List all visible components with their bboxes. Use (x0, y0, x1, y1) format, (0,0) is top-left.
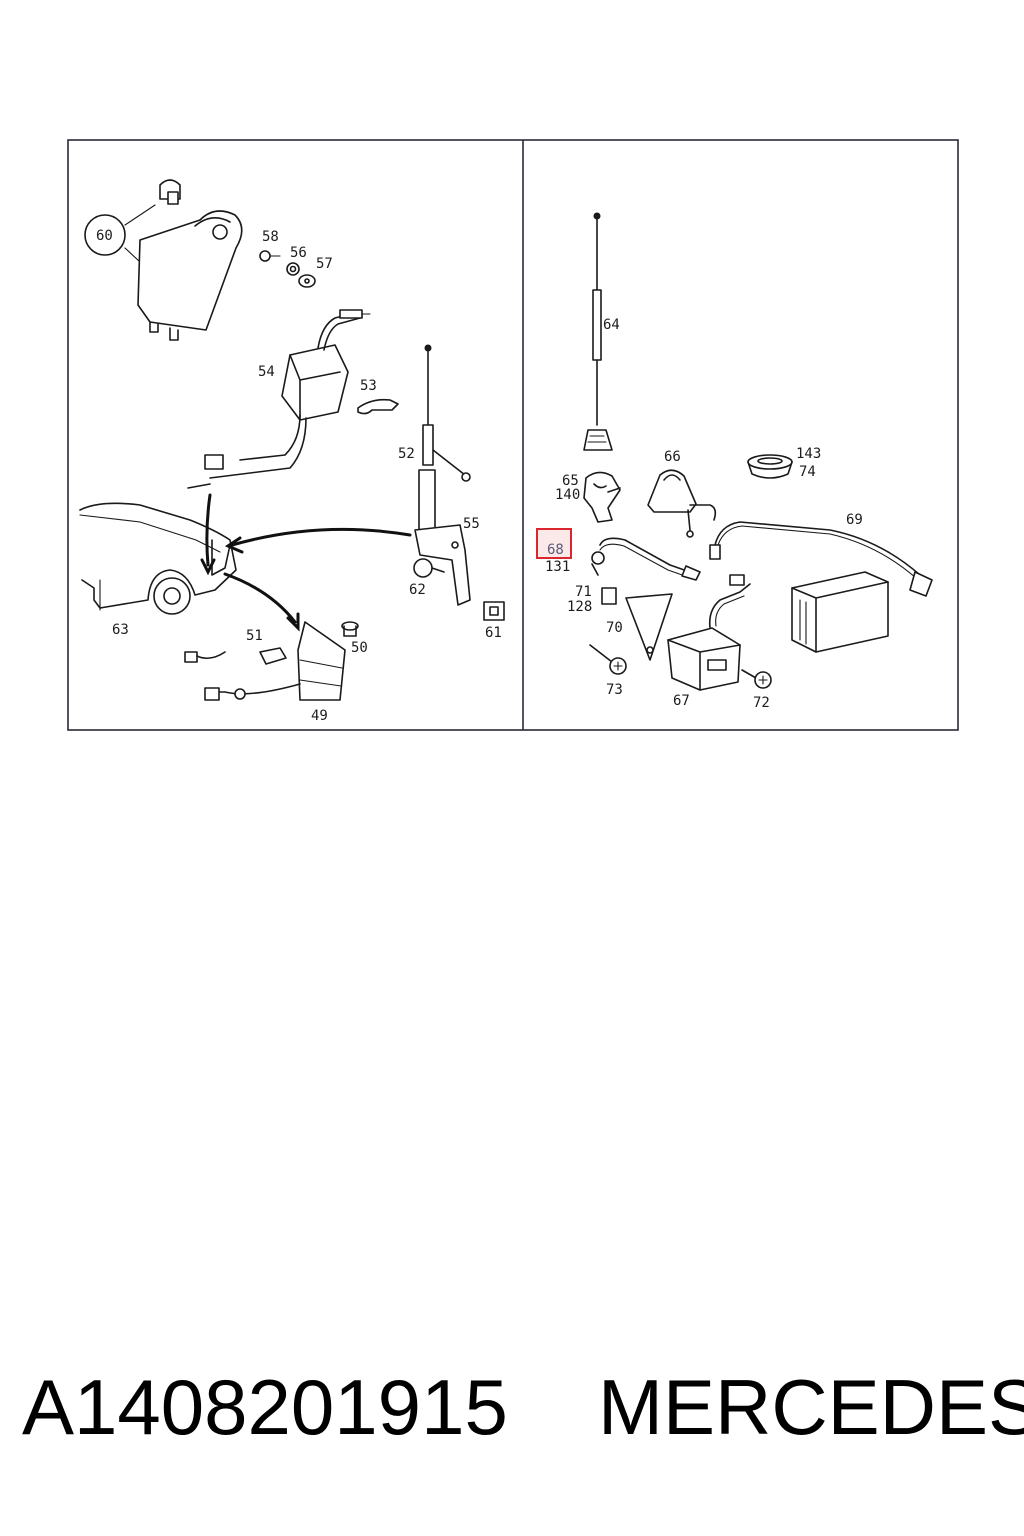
brand-name: MERCEDES (598, 1363, 1024, 1451)
footer-caption: A1408201915 MERCEDES (0, 1368, 1024, 1478)
part-50-plug (341, 621, 359, 637)
highlight-box (536, 528, 572, 559)
part-61-clip (483, 601, 505, 621)
label-57: 57 (316, 256, 333, 272)
part-52-antenna (418, 344, 471, 541)
label-58: 58 (262, 229, 279, 245)
part-72-screw (741, 669, 772, 689)
part-number: A1408201915 (22, 1363, 508, 1451)
part-51-connector (184, 647, 287, 665)
direction-arrows (200, 493, 412, 632)
highlight-68[interactable]: 68 (536, 528, 572, 559)
label-73: 73 (606, 682, 623, 698)
part-66-mount (647, 469, 717, 538)
label-62: 62 (409, 582, 426, 598)
label-49: 49 (311, 708, 328, 724)
part-63-car (79, 502, 237, 615)
part-65-base (583, 471, 621, 523)
battery-unit (791, 571, 889, 653)
label-61: 61 (485, 625, 502, 641)
label-68: 68 (547, 542, 564, 558)
label-55: 55 (463, 516, 480, 532)
label-66: 66 (664, 449, 681, 465)
part-67-module (667, 574, 751, 691)
part-69-cable (709, 521, 933, 597)
label-60: 60 (96, 228, 113, 244)
part-62-screw (413, 558, 445, 578)
part-54-amplifier (187, 309, 371, 489)
part-60 (84, 179, 181, 263)
part-49-bumper (204, 621, 346, 701)
part-68-cable (591, 537, 701, 581)
label-52: 52 (398, 446, 415, 462)
label-69: 69 (846, 512, 863, 528)
part-70-bracket (601, 587, 673, 661)
part-56-washer (286, 262, 300, 276)
label-74: 74 (799, 464, 816, 480)
part-64-rod-antenna (583, 212, 613, 451)
label-71: 71 (575, 584, 592, 600)
label-63: 63 (112, 622, 129, 638)
part-143-grommet (747, 454, 793, 479)
label-51: 51 (246, 628, 263, 644)
label-143: 143 (796, 446, 821, 462)
diagram-frame (67, 139, 959, 731)
label-53: 53 (360, 378, 377, 394)
label-67: 67 (673, 693, 690, 709)
label-64: 64 (603, 317, 620, 333)
label-70: 70 (606, 620, 623, 636)
part-73-screw (589, 644, 627, 675)
label-65: 65 (562, 473, 579, 489)
part-55-bracket (414, 524, 471, 606)
label-140: 140 (555, 487, 580, 503)
label-56: 56 (290, 245, 307, 261)
part-57-washer (298, 274, 316, 288)
label-128: 128 (567, 599, 592, 615)
label-50: 50 (351, 640, 368, 656)
bracket-housing (137, 210, 243, 341)
label-54: 54 (258, 364, 275, 380)
part-58-screw (259, 250, 281, 262)
part-53-key (357, 398, 399, 415)
label-131: 131 (545, 559, 570, 575)
label-72: 72 (753, 695, 770, 711)
